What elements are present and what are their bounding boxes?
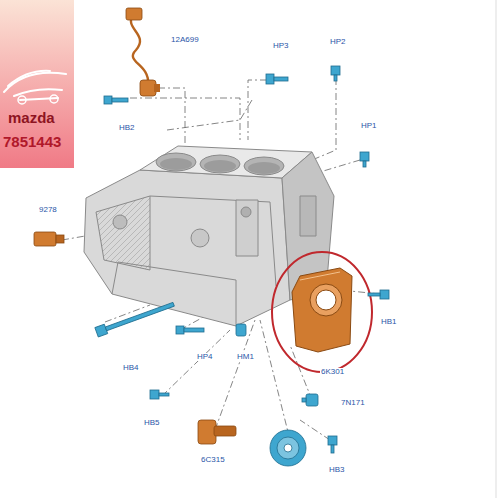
callout-code: HB3 (328, 466, 346, 474)
callout-code: HB5 (143, 419, 161, 427)
callout-code: HB2 (118, 124, 136, 132)
callout-code: HB1 (380, 318, 398, 326)
leader-lines (62, 78, 380, 440)
watermark-text: 7851443 (3, 134, 61, 149)
part-number: 6K301 (320, 368, 345, 376)
watermark-panel (0, 0, 74, 168)
callout-code: HP3 (272, 42, 290, 50)
callout-code: HB4 (122, 364, 140, 372)
crank-sensor (198, 420, 236, 444)
sensor-harness (126, 8, 160, 96)
watermark-text: mazda (8, 110, 55, 125)
car-logo (4, 71, 66, 104)
pressure-switch (34, 232, 64, 246)
part-number: 7N171 (340, 399, 366, 407)
callout-code: HP2 (329, 38, 347, 46)
highlight-ring (272, 252, 372, 372)
callout-code: HP1 (360, 122, 378, 130)
part-number: 9278 (38, 206, 58, 214)
part-number: 6C315 (200, 456, 226, 464)
callout-code: HP4 (196, 353, 214, 361)
rear-seal-carrier (292, 268, 352, 352)
callout-code: HM1 (236, 353, 255, 361)
part-number: 12A699 (170, 36, 200, 44)
bolts (95, 66, 389, 466)
